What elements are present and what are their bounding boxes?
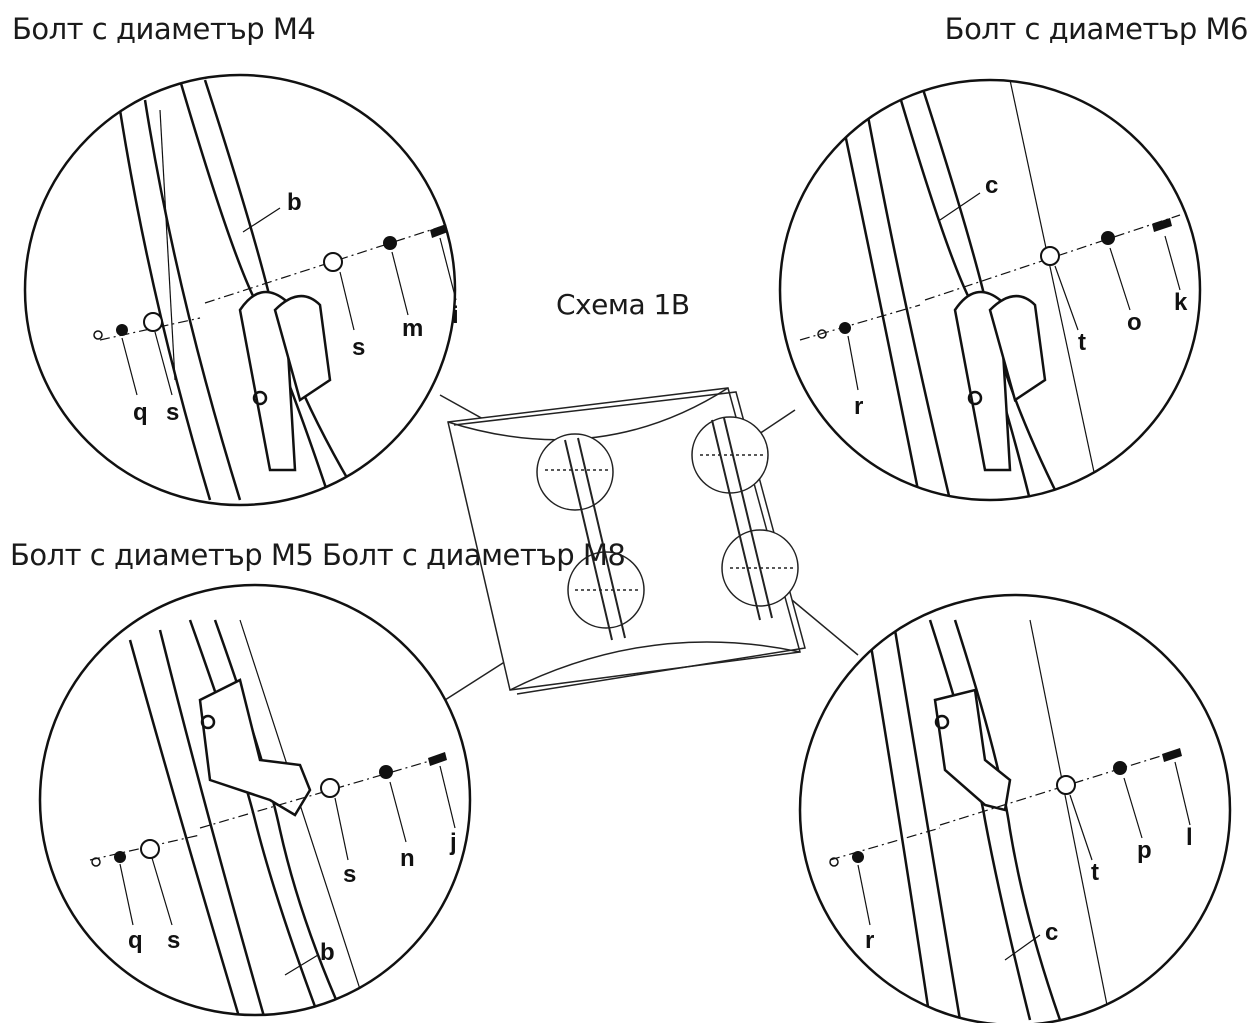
label-i-tl: i [452,302,459,329]
label-k-tr: k [1174,289,1188,316]
label-s-bl: s [343,861,356,888]
label-r-br: r [865,927,874,954]
label-c-tr: c [985,172,998,199]
label-j-bl: j [449,829,457,856]
label-q-bl: q [128,927,143,954]
label-t-br: t [1091,859,1099,886]
label-c-br: c [1045,919,1058,946]
label-l-br: l [1186,824,1193,851]
wall-panel [447,387,806,695]
label-s-tl: s [352,334,365,361]
label-m-tl: m [402,315,423,342]
label-s2-bl: s [167,927,180,954]
scheme-title: Схема 1B [556,288,690,321]
caption-bolt-m4: Болт с диаметър М4 [12,12,316,46]
label-t-tr: t [1078,329,1086,356]
detail-m8 [798,593,1232,1023]
label-p-br: p [1137,837,1152,864]
detail-m5 [38,583,472,1017]
label-o-tr: o [1127,309,1142,336]
label-r-tr: r [854,393,863,420]
label-b-bl: b [320,939,335,966]
label-leaders [119,192,1191,976]
label-q-tl: q [133,399,148,426]
detail-m4 [23,73,457,507]
label-s2-tl: s [166,399,179,426]
label-b-tl: b [287,189,302,216]
caption-bolt-m6: Болт с диаметър М6 [944,12,1249,46]
caption-bolt-m5-m8: Болт с диаметър М5 Болт с диаметър М8 [10,538,626,572]
part-labels: b s m i q s c t o k r s n j q s b t p l … [128,172,1193,966]
detail-m6 [778,78,1202,502]
label-n-bl: n [400,845,415,872]
